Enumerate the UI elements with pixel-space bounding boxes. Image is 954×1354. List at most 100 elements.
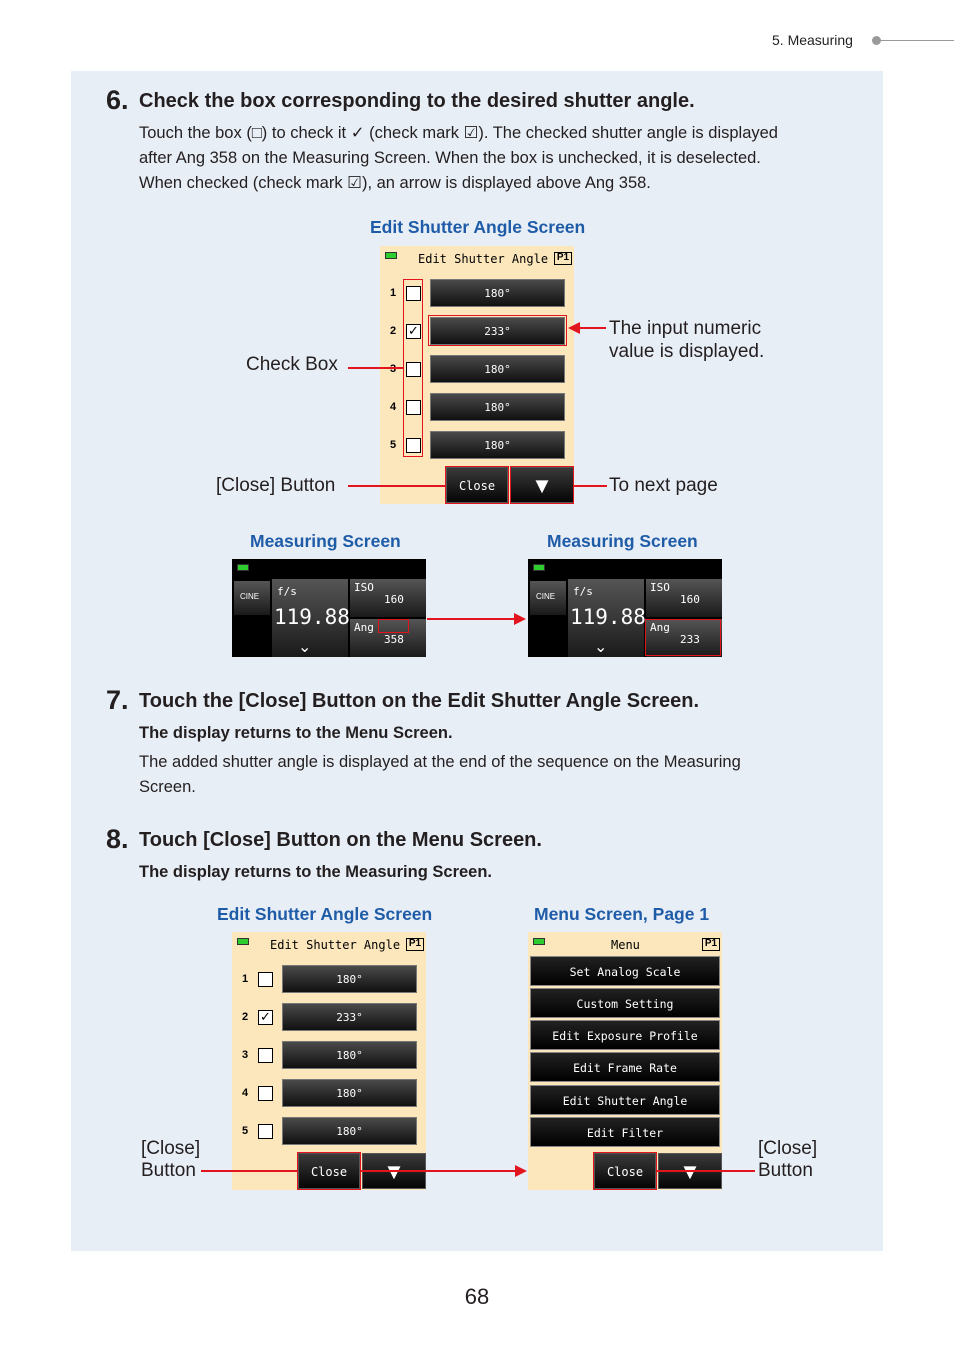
row-number: 5 <box>390 439 397 451</box>
angle-checkbox[interactable] <box>406 400 421 415</box>
cine-mode-icon[interactable]: CINE <box>234 581 270 615</box>
ang-panel-highlight <box>645 619 721 656</box>
fig3-caption-right: Menu Screen, Page 1 <box>534 904 710 924</box>
angle-value-button[interactable]: 180° <box>430 279 565 307</box>
step-6-number: 6. <box>106 85 129 115</box>
callout-check-box: Check Box <box>246 354 338 375</box>
chevron-down-icon: ⌄ <box>298 639 312 656</box>
step-8-title: Touch [Close] Button on the Menu Screen. <box>139 829 542 851</box>
arrow-right-icon <box>515 1165 527 1177</box>
page-badge: P1 <box>554 252 572 265</box>
angle-checkbox[interactable] <box>258 1086 273 1101</box>
close-button[interactable]: Close <box>446 467 508 503</box>
next-page-button[interactable]: ▼ <box>510 467 574 503</box>
menu-item-set-analog-scale[interactable]: Set Analog Scale <box>530 956 720 986</box>
callout-line <box>574 485 607 487</box>
callout-close-button: [Close] Button <box>216 475 336 496</box>
angle-value-button[interactable]: 233° <box>430 317 565 345</box>
iso-label: ISO <box>650 581 670 594</box>
row-number: 1 <box>242 973 249 985</box>
step-7-result: The display returns to the Menu Screen. <box>139 724 453 742</box>
flow-line <box>361 1170 516 1172</box>
fs-value: 119.88 <box>274 605 350 629</box>
menu-item-edit-filter[interactable]: Edit Filter <box>530 1117 720 1147</box>
angle-checkbox[interactable] <box>406 286 421 301</box>
iso-panel[interactable]: ISO 160 <box>350 579 426 617</box>
close-button[interactable]: Close <box>298 1153 360 1189</box>
step-8-number: 8. <box>106 824 129 854</box>
fig2-caption-right: Measuring Screen <box>547 531 698 551</box>
row-number: 3 <box>390 363 397 375</box>
chevron-down-icon: ⌄ <box>594 639 608 656</box>
step-7-text-1: The added shutter angle is displayed at … <box>139 753 741 771</box>
ang-panel[interactable]: Ang 233 <box>646 619 722 657</box>
step-6-title: Check the box corresponding to the desir… <box>139 90 695 112</box>
angle-value-button[interactable]: 233° <box>282 1003 417 1031</box>
angle-value-button[interactable]: 180° <box>282 965 417 993</box>
row-number: 2 <box>242 1011 249 1023</box>
page-badge: P1 <box>406 938 424 951</box>
close-highlight <box>445 466 509 504</box>
step-7-title: Touch the [Close] Button on the Edit Shu… <box>139 690 699 712</box>
menu-item-edit-exposure-profile[interactable]: Edit Exposure Profile <box>530 1020 720 1050</box>
callout-value-1: The input numeric <box>609 318 762 339</box>
menu-item-custom-setting[interactable]: Custom Setting <box>530 988 720 1018</box>
fs-panel[interactable]: f/s 119.88 ⌄ <box>272 579 350 657</box>
callout-value-2: value is displayed. <box>609 341 765 362</box>
next-highlight <box>510 466 574 504</box>
angle-value-button[interactable]: 180° <box>430 431 565 459</box>
menu-item-edit-shutter-angle[interactable]: Edit Shutter Angle <box>530 1085 720 1115</box>
step-7-number: 7. <box>106 685 129 715</box>
angle-value-button[interactable]: 180° <box>282 1041 417 1069</box>
row-number: 4 <box>390 401 397 413</box>
callout-close-right-2: Button <box>758 1160 813 1181</box>
angle-value-button[interactable]: 180° <box>282 1079 417 1107</box>
edit-shutter-angle-screen-2: Edit Shutter Angle P1 1 180° 2 ✓ 233° 3 … <box>232 932 426 1190</box>
fig1-caption: Edit Shutter Angle Screen <box>370 217 586 237</box>
callout-close-left-2: Button <box>141 1160 196 1181</box>
step-6-text-1: Touch the box (□) to check it ✓ (check m… <box>139 124 778 142</box>
menu-title: Menu <box>611 938 640 952</box>
angle-value-button[interactable]: 180° <box>430 355 565 383</box>
angle-checkbox[interactable] <box>258 972 273 987</box>
page-badge: P1 <box>702 938 720 951</box>
menu-screen: Menu P1 Set Analog Scale Custom Setting … <box>528 932 722 1190</box>
battery-icon <box>237 564 249 571</box>
angle-checkbox[interactable] <box>406 362 421 377</box>
ang-panel[interactable]: Ang 358 <box>350 619 426 657</box>
fs-label: f/s <box>573 585 593 598</box>
iso-panel[interactable]: ISO 160 <box>646 579 722 617</box>
menu-item-edit-frame-rate[interactable]: Edit Frame Rate <box>530 1052 720 1082</box>
angle-checkbox[interactable]: ✓ <box>258 1010 273 1025</box>
cine-mode-icon[interactable]: CINE <box>530 581 566 615</box>
ang-value: 358 <box>384 633 404 646</box>
angle-checkbox[interactable] <box>406 438 421 453</box>
flow-line <box>427 618 515 620</box>
callout-line <box>348 367 403 369</box>
fs-value: 119.88 <box>570 605 646 629</box>
step-7-text-2: Screen. <box>139 778 196 796</box>
battery-icon <box>533 564 545 571</box>
callout-line <box>348 485 445 487</box>
arrow-right-icon <box>514 613 526 625</box>
fig2-caption-left: Measuring Screen <box>250 531 401 551</box>
fs-label: f/s <box>277 585 297 598</box>
iso-value: 160 <box>680 593 700 606</box>
angle-value-button[interactable]: 180° <box>430 393 565 421</box>
angle-checkbox[interactable] <box>258 1048 273 1063</box>
angle-checkbox[interactable] <box>258 1124 273 1139</box>
row-number: 1 <box>390 287 397 299</box>
callout-line <box>201 1170 297 1172</box>
header-dot-icon <box>872 36 881 45</box>
fs-panel[interactable]: f/s 119.88 ⌄ <box>568 579 646 657</box>
close-button[interactable]: Close <box>594 1153 656 1189</box>
section-header: 5. Measuring <box>772 32 853 48</box>
screen-title: Edit Shutter Angle <box>270 938 401 952</box>
ang-value: 233 <box>680 633 700 646</box>
row-number: 2 <box>390 325 397 337</box>
header-rule <box>880 40 954 41</box>
battery-icon <box>533 938 545 945</box>
row-number: 5 <box>242 1125 249 1137</box>
angle-checkbox[interactable]: ✓ <box>406 324 421 339</box>
angle-value-button[interactable]: 180° <box>282 1117 417 1145</box>
